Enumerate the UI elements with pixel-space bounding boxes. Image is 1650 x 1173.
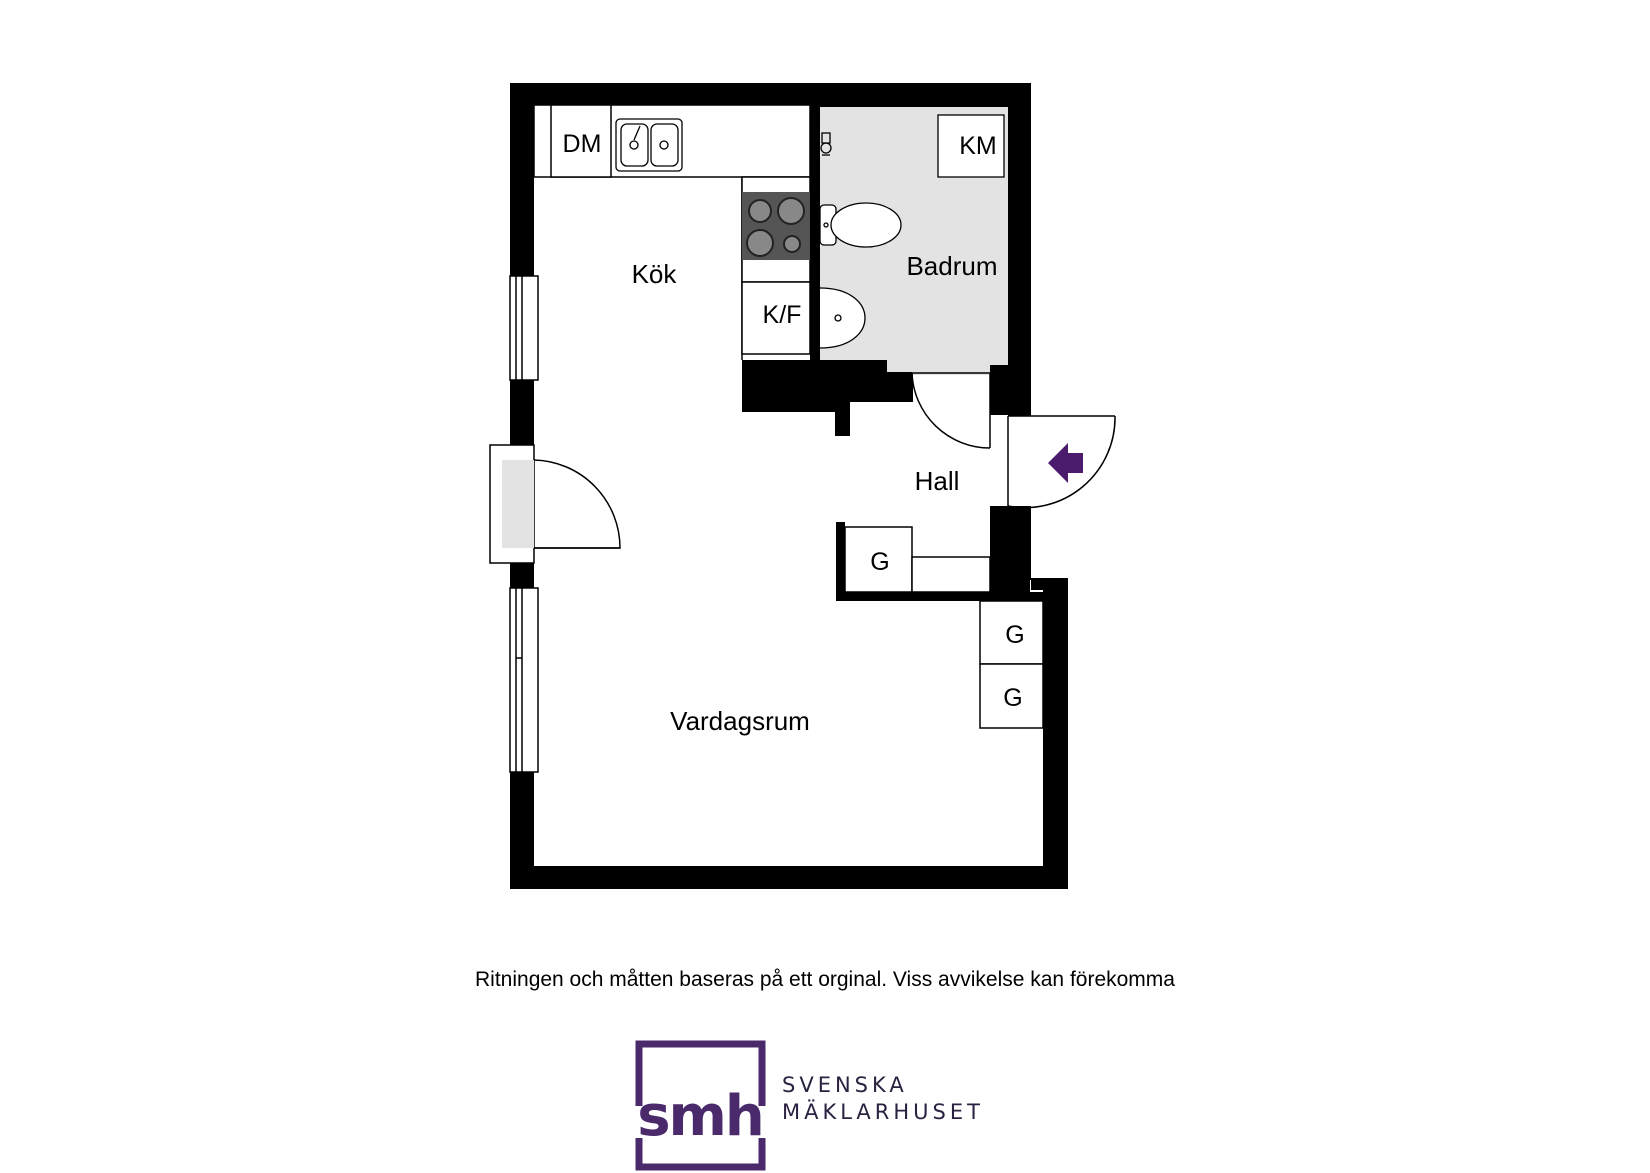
floor-plan: Kök Badrum Hall Vardagsrum DM KM K/F G G… [489,83,1116,889]
disclaimer-text: Ritningen och måtten baseras på ett orgi… [475,968,1175,991]
brand-line-1: SVENSKA [782,1073,908,1097]
entrance-arrow-icon [1048,443,1083,483]
fridge-freezer-label: K/F [763,301,802,329]
room-label-kitchen: Kök [632,259,678,289]
wardrobe-living [979,600,1044,729]
washing-machine-label: KM [959,132,997,160]
balcony-door [489,444,621,564]
dishwasher-label: DM [563,130,602,158]
window-living [509,587,539,773]
bathroom-door [911,360,1008,449]
washbasin-icon [819,287,866,349]
stove-icon [742,192,810,260]
svg-text:smh: smh [637,1084,763,1149]
toilet-icon [819,202,902,248]
wardrobe-label: G [1003,684,1022,712]
window-kitchen [509,275,539,381]
wardrobe-label: G [870,548,889,576]
shower-icon [820,132,832,156]
brand-name: SVENSKA MÄKLARHUSET [782,1072,984,1126]
wardrobe-hall [844,526,991,593]
room-label-bathroom: Badrum [906,251,997,281]
entrance-door [1007,415,1116,509]
sink-icon [615,118,683,172]
room-label-hall: Hall [915,466,960,496]
wardrobe-label: G [1005,621,1024,649]
smh-logo: smh [635,1040,766,1171]
brand-line-2: MÄKLARHUSET [782,1100,984,1124]
washing-machine-box [937,114,1005,178]
room-label-living: Vardagsrum [670,706,810,736]
